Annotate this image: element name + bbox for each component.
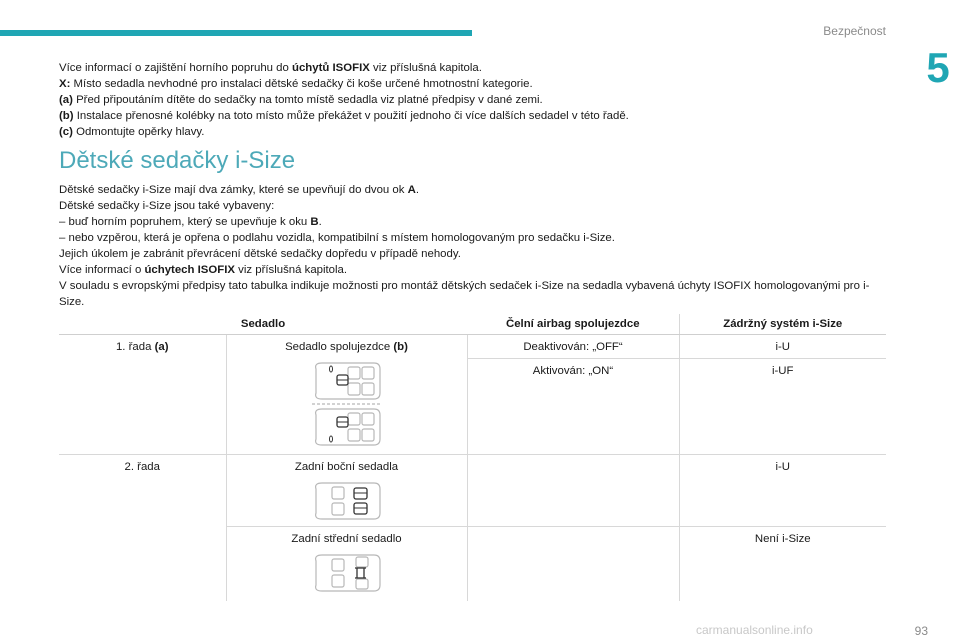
isize-value-cell: Není i-Size: [678, 526, 886, 601]
passenger-seat-diagram-icon: [311, 362, 382, 446]
header-seat: Sedadlo: [59, 314, 467, 335]
page-number: 93: [914, 624, 928, 638]
isize-value-cell: i-U: [678, 334, 886, 359]
header-airbag: Čelní airbag spolujezdce: [467, 314, 679, 335]
seat-cell-rear-center: Zadní střední sedadlo: [225, 526, 467, 601]
note-b: (b) Instalace přenosné kolébky na toto m…: [59, 110, 629, 122]
table-row: Zadní střední sedadlo Není i-Size: [59, 526, 886, 601]
airbag-empty-cell: [466, 454, 679, 527]
body-para: Více informací o úchytech ISOFIX viz pří…: [59, 264, 348, 276]
body-para: Dětské sedačky i-Size mají dva zámky, kt…: [59, 184, 420, 196]
table-row: 1. řada (a) Sedadlo spolujezdce (b): [59, 334, 886, 455]
note-x: X: Místo sedadla nevhodné pro instalaci …: [59, 78, 533, 90]
body-para: – buď horním popruhem, který se upevňuje…: [59, 216, 322, 228]
seat-cell-rear-side: Zadní boční sedadla: [225, 454, 467, 527]
rear-side-seats-diagram-icon: [314, 482, 381, 520]
table-row: Aktivován: „ON“ i-UF: [59, 358, 886, 455]
seat-cell-passenger: Sedadlo spolujezdce (b): [225, 334, 467, 455]
header-isize: Zádržný systém i-Size: [678, 314, 886, 335]
note-a: (a) Před připoutáním dítěte do sedačky n…: [59, 94, 543, 106]
section-name: Bezpečnost: [823, 24, 886, 38]
isize-seat-table: Sedadlo Čelní airbag spolujezdce Zádržný…: [59, 314, 886, 601]
header-accent-bar: [0, 30, 472, 36]
row-label-second: 2. řada: [59, 454, 226, 601]
body-para: – nebo vzpěrou, která je opřena o podlah…: [59, 232, 615, 244]
table-header-row: Sedadlo Čelní airbag spolujezdce Zádržný…: [59, 314, 886, 335]
body-para: V souladu s evropskými předpisy tato tab…: [59, 280, 870, 308]
section-title: Dětské sedačky i-Size: [59, 147, 296, 174]
note-c: (c) Odmontujte opěrky hlavy.: [59, 126, 205, 138]
body-para: Dětské sedačky i-Size jsou také vybaveny…: [59, 200, 275, 212]
body-para: Jejich úkolem je zabránit převrácení dět…: [59, 248, 461, 260]
table-row: 2. řada Zadní boční sedadla i-U: [59, 454, 886, 601]
airbag-on-cell: Aktivován: „ON“: [466, 358, 679, 455]
airbag-off-cell: Deaktivován: „OFF“: [466, 334, 679, 359]
isize-value-cell: i-UF: [678, 358, 886, 455]
airbag-empty-cell: [466, 526, 679, 601]
row-label-first: 1. řada (a): [115, 341, 169, 353]
isize-value-cell: i-U: [678, 454, 886, 527]
intro-notes: Více informací o zajištění horního popru…: [59, 60, 879, 140]
chapter-number: 5: [926, 44, 950, 91]
rear-center-seat-diagram-icon: [314, 554, 381, 592]
section-body: Dětské sedačky i-Size mají dva zámky, kt…: [59, 182, 879, 310]
note-isofix: Více informací o zajištění horního popru…: [59, 62, 482, 74]
watermark: carmanualsonline.info: [696, 623, 813, 637]
